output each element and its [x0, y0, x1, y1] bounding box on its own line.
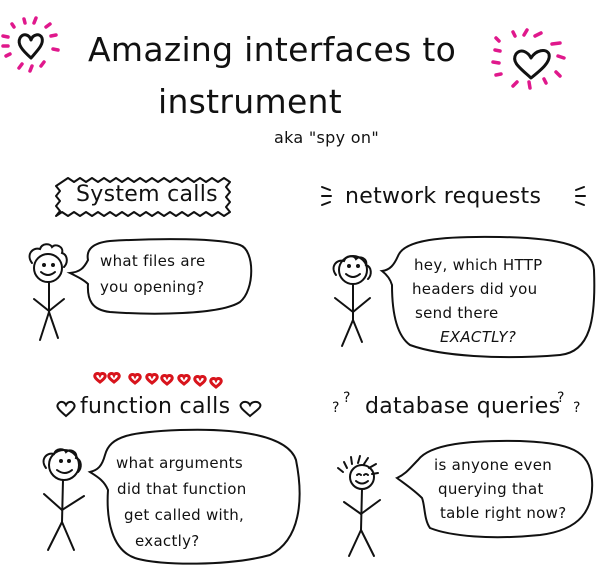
speech-text-2-line-1: hey, which HTTP [414, 256, 543, 274]
svg-text:?: ? [332, 400, 339, 416]
speech-text-4-line-2: querying that [438, 480, 544, 498]
speech-text-3-line-1: what arguments [116, 454, 243, 472]
left-heart-sparkle-icon [1, 16, 60, 73]
svg-text:?: ? [343, 390, 350, 406]
speech-bubble-1 [66, 238, 253, 315]
spiky-box-outline [55, 177, 231, 217]
page-subtitle: aka "spy on" [274, 128, 379, 147]
stick-figure-1 [28, 243, 68, 341]
question-marks-icon: ? ? ? ? [332, 390, 580, 416]
outline-hearts-icon [56, 400, 262, 418]
emphasis-lines-icon [321, 186, 586, 206]
heading-function-calls: function calls [80, 394, 231, 419]
page-title-line-1: Amazing interfaces to [88, 30, 457, 69]
svg-text:?: ? [557, 390, 564, 406]
speech-bubble-3 [87, 428, 301, 565]
heading-system-calls: System calls [76, 182, 218, 207]
red-hearts-row-icon [93, 372, 223, 389]
svg-text:?: ? [573, 400, 580, 416]
speech-bubble-4 [395, 439, 594, 539]
heading-network-requests: network requests [345, 184, 542, 209]
right-heart-sparkle-icon [491, 28, 566, 90]
speech-text-2-line-3: send there [415, 304, 499, 322]
speech-text-4-line-3: table right now? [440, 504, 567, 522]
speech-bubble-2 [379, 235, 596, 359]
speech-text-2-line-2: headers did you [412, 280, 538, 298]
heading-database-queries: database queries [365, 394, 561, 419]
speech-text-3-line-3: get called with, [124, 506, 245, 524]
page-title-line-2: instrument [158, 82, 343, 121]
speech-text-3-line-2: did that function [117, 480, 247, 498]
speech-text-1-line-1: what files are [100, 252, 206, 270]
stick-figure-4 [337, 455, 381, 557]
speech-text-2-line-4: EXACTLY? [440, 328, 517, 346]
stick-figure-2 [332, 255, 372, 347]
speech-text-1-line-2: you opening? [100, 278, 205, 296]
speech-text-4-line-1: is anyone even [434, 456, 553, 474]
speech-text-3-line-4: exactly? [135, 532, 200, 550]
stick-figure-3 [42, 448, 85, 551]
